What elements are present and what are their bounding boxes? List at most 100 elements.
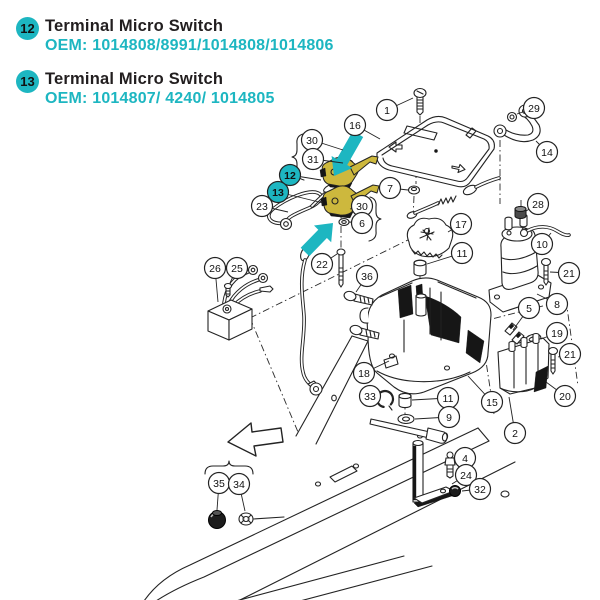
screw-25 [223,282,233,298]
callout-7 [378,176,402,200]
pin-5-pair [504,322,525,345]
callout-label-4: 4 [462,453,468,465]
callout-label-6: 6 [359,218,365,230]
callout-label-9: 9 [446,412,452,424]
callout-11 [450,241,474,265]
screw-1 [413,87,427,116]
cover-lid [376,115,495,188]
callout-label-11: 11 [443,393,454,405]
callout-label-10: 10 [536,239,548,251]
direction-arrow [227,422,284,457]
washer-9 [397,413,415,425]
callout-label-25: 25 [231,263,243,275]
washer-34 [238,512,285,526]
bolt-21-upper [540,257,552,286]
callout-20 [553,384,577,408]
callout-label-30: 30 [306,135,318,147]
callout-label-30: 30 [356,201,368,213]
callout-5 [517,296,541,320]
cam-17 [406,217,454,259]
part-number-badge-13: 13 [16,70,39,93]
nut-32 [449,485,461,497]
bolt-21-lower [547,346,559,375]
callout-18 [352,361,376,385]
micro-switch-13 [320,184,380,219]
callout-14 [535,140,559,164]
solenoid-8 [488,213,552,313]
callout-label-8: 8 [554,299,560,311]
callout-label-7: 7 [387,183,393,195]
callout-22 [310,252,334,276]
callout-25 [225,256,249,280]
highlight-arrow-bottom [300,223,333,257]
callout-label-17: 17 [455,219,467,231]
callout-label-5: 5 [526,303,532,315]
cap-28 [514,206,527,219]
highlight-arrow-top [331,131,364,176]
part-oem-numbers-13: OEM: 1014807/ 4240/ 1014805 [45,90,275,107]
bushing-11-upper [413,259,427,277]
callout-31 [301,147,325,171]
callout-15 [480,390,504,414]
callout-21 [557,261,581,285]
callout-label-21: 21 [563,268,575,280]
callout-9 [437,405,461,429]
part-title-13: Terminal Micro Switch [45,70,224,88]
resistor-26 [207,264,274,341]
callout-label-15: 15 [486,397,498,409]
terminal-bracket-20 [497,332,550,395]
callout-34 [227,472,251,496]
callout-label-33: 33 [364,391,376,403]
part-oem-numbers-12: OEM: 1014808/8991/1014808/1014806 [45,37,334,54]
callout-label-11: 11 [457,248,468,260]
wire-lead [299,246,323,396]
bolt-22 [336,248,346,288]
fitting-4 [444,451,456,479]
nut-7 [407,185,421,195]
callout-10 [530,232,554,256]
callout-label-21: 21 [564,349,576,361]
callout-label-20: 20 [559,391,571,403]
callout-16 [343,113,367,137]
callout-label-19: 19 [551,328,563,340]
callout-19 [545,321,569,345]
callout-label-34: 34 [233,479,245,491]
legend: 12 Terminal Micro Switch OEM: 1014808/89… [16,16,334,122]
callout-label-13: 13 [272,187,284,199]
throttle-cable [406,176,501,219]
callout-8 [545,292,569,316]
callout-29 [522,96,546,120]
callout-label-28: 28 [532,199,544,211]
nut-35 [208,510,226,529]
bolt-36-pair [343,290,380,340]
callout-label-31: 31 [307,154,319,166]
chassis-frame [144,335,516,600]
wire-10 [519,225,571,238]
callout-32 [468,477,492,501]
callout-33 [358,384,382,408]
callout-label-23: 23 [256,201,268,213]
callout-label-22: 22 [316,259,328,271]
callout-2 [503,421,527,445]
callout-21 [558,342,582,366]
brace-35-34 [204,460,254,475]
callout-label-2: 2 [512,428,518,440]
callout-36 [355,264,379,288]
rod-24-assembly [369,418,455,508]
callout-13-highlight [266,180,290,204]
housing-15 [359,277,492,395]
callout-1 [375,98,399,122]
callout-24 [454,463,478,487]
legend-item-12: 12 Terminal Micro Switch OEM: 1014808/89… [16,16,334,56]
callout-label-18: 18 [358,368,370,380]
callout-26 [203,256,227,280]
callout-label-16: 16 [349,120,361,132]
bushing-11-lower [398,392,412,409]
nut-29 [506,111,518,123]
part-number-badge-12: 12 [16,17,39,40]
callout-label-35: 35 [213,478,225,490]
callout-label-14: 14 [541,147,553,159]
callout-23 [250,194,274,218]
